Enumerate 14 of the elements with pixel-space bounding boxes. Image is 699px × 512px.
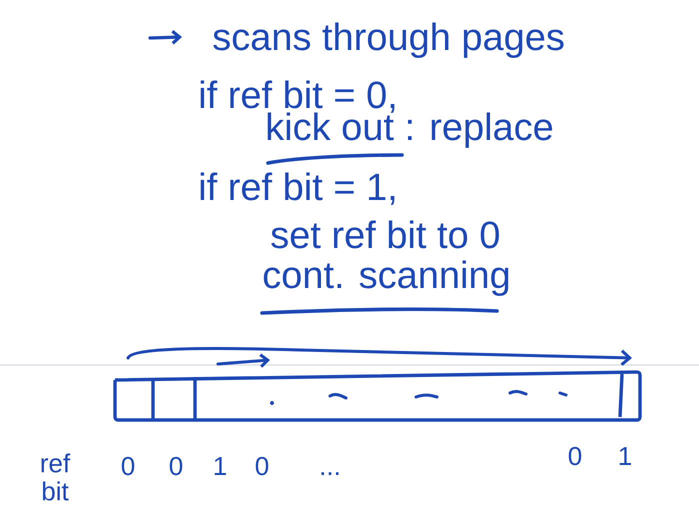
bit-value: 1 xyxy=(620,447,631,465)
note-text: kick out : replace xyxy=(268,112,552,148)
note-text: scans through pages xyxy=(213,22,564,58)
note-text: set ref bit to 0 xyxy=(271,220,499,248)
ellipsis: ... xyxy=(322,472,338,475)
note-text: if ref bit = 1, xyxy=(200,172,394,205)
bit-value: 0 xyxy=(256,456,268,476)
bit-value: 0 xyxy=(122,456,134,476)
note-text: if ref bit = 0, xyxy=(200,80,394,113)
note-text: cont. scanning xyxy=(264,260,508,296)
bit-value: 0 xyxy=(170,456,182,476)
row-label: ref bit xyxy=(42,453,70,501)
bit-value: 0 xyxy=(568,446,582,466)
bit-value: 1 xyxy=(214,457,226,475)
